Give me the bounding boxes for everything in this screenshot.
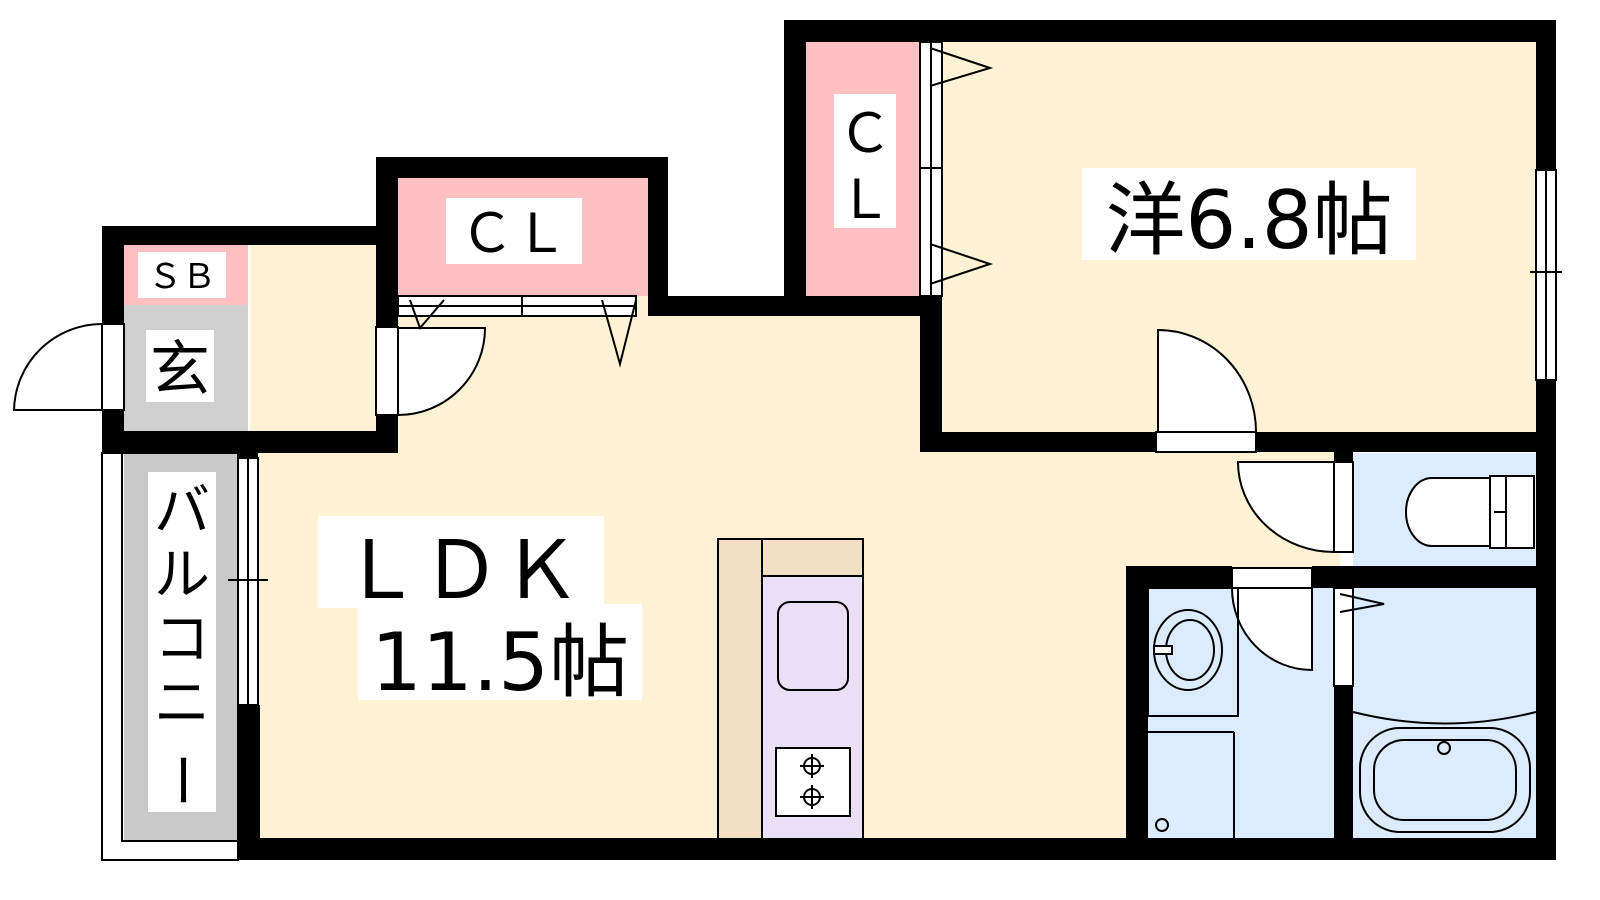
wall-wash-top-right [1312, 566, 1556, 588]
bedroom-door [1157, 328, 1258, 433]
ldk-size-label: 11.5帖 [371, 616, 629, 709]
wall-hall-left-top [102, 226, 124, 324]
closet-bedroom-label-c: Ｃ [838, 102, 892, 165]
walls [102, 20, 1556, 860]
wall-bath-left [1334, 686, 1353, 860]
doors [12, 322, 1354, 687]
wall-wash-top [1126, 566, 1232, 588]
wall-closet-bedroom-left [784, 20, 806, 316]
balcony-label-2: ル [154, 543, 210, 608]
wall-bottom [238, 838, 1556, 860]
washroom-door [1230, 587, 1313, 672]
labels: 洋6.8帖 ＬＤＫ 11.5帖 Ｃ Ｌ ＣＬ ＳＢ 玄 バ ル コ ニ ー [138, 94, 1416, 812]
toilet [1405, 477, 1491, 547]
hall-floor [250, 245, 380, 435]
wall-bedroom-top [784, 20, 1556, 42]
wall-wash-left [1126, 566, 1148, 860]
wall-closet-center-top [376, 157, 668, 178]
balcony-label-1: バ [154, 479, 210, 544]
wall-ldk-left [238, 705, 260, 860]
toilet-door [1236, 461, 1335, 554]
ldk-label: ＬＤＫ [341, 524, 581, 617]
balcony-label-3: コ [154, 607, 210, 672]
bath-fill [1353, 588, 1536, 842]
kitchen-sink [777, 601, 849, 691]
entrance-label: 玄 [150, 335, 210, 405]
wall-bedroom-left [920, 296, 942, 452]
closet-doors [397, 41, 1385, 613]
wall-bath-left-top [1334, 566, 1353, 588]
bedroom-label: 洋6.8帖 [1105, 174, 1392, 267]
closet-bedroom-label-l: Ｌ [838, 168, 892, 231]
wall-hall-top [102, 226, 398, 245]
balcony-outline [101, 452, 239, 861]
fixtures [717, 475, 1537, 842]
wall-hall-right-bottom [376, 415, 398, 453]
entrance-door [12, 322, 103, 411]
wall-hall-bottom [102, 431, 398, 453]
hall-ldk-door [397, 327, 487, 417]
bathtub [1359, 727, 1531, 833]
wall-ldk-top-right [648, 296, 942, 316]
wall-toilet-left [1334, 452, 1353, 462]
balcony-label-5: ー [148, 752, 213, 808]
closet-center-label: ＣＬ [460, 202, 568, 265]
wall-ldk-left-top [238, 452, 258, 458]
wall-closet-center-right [648, 157, 668, 316]
balcony-label-4: ニ [154, 671, 210, 736]
shoe-box-label: ＳＢ [148, 257, 216, 297]
